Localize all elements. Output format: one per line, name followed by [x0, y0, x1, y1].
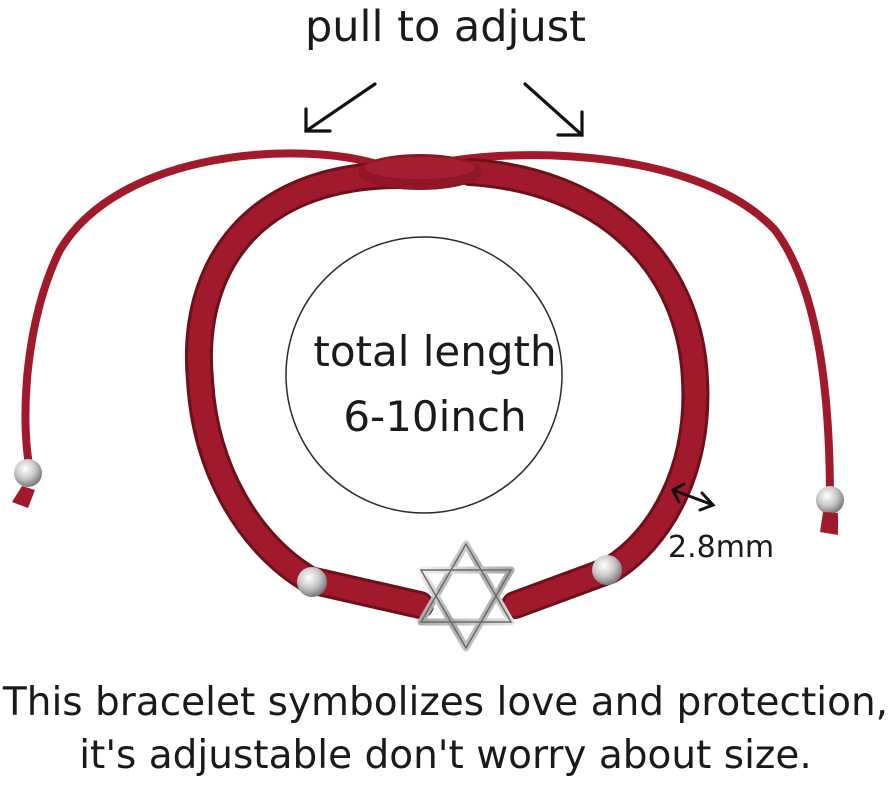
star-of-david-charm [417, 540, 515, 652]
caption-line-1: This bracelet symbolizes love and protec… [2, 680, 889, 725]
arrow-left-down-icon [304, 82, 377, 133]
length-circle [285, 236, 563, 514]
caption-line-2: it's adjustable don't worry about size. [79, 733, 812, 778]
left-side-bead [297, 567, 327, 597]
length-range-value: 6-10inch [343, 392, 527, 441]
right-side-bead [592, 555, 622, 585]
right-end-bead [816, 486, 844, 514]
braided-band [188, 161, 707, 616]
double-arrow-icon [671, 482, 716, 512]
total-length-label: total length [313, 327, 557, 376]
right-pull-string [426, 151, 834, 504]
cord-width-label: 2.8mm [668, 530, 775, 565]
left-pull-string [21, 149, 384, 474]
left-end-bead [14, 459, 42, 487]
arrow-right-down-icon [523, 82, 584, 137]
pull-to-adjust-label: pull to adjust [304, 2, 587, 52]
